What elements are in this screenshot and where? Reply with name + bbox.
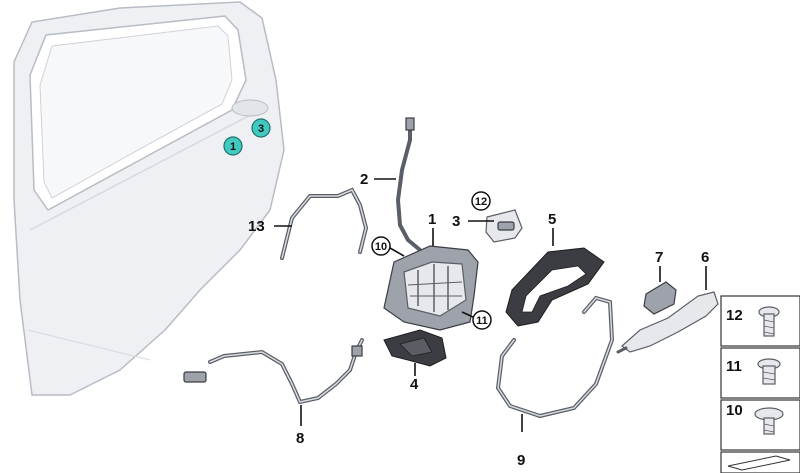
part-9-cable bbox=[495, 295, 615, 419]
part-2-wire-rod bbox=[395, 117, 422, 252]
screw-short-icon bbox=[757, 358, 781, 385]
callout-6: 6 bbox=[701, 249, 709, 266]
callout-9: 9 bbox=[517, 452, 525, 469]
part-5-carrier bbox=[505, 247, 605, 327]
circ-10 bbox=[371, 236, 391, 256]
door-marker-3-label: 3 bbox=[258, 123, 264, 135]
screw-long-icon bbox=[758, 306, 780, 337]
callout-3: 3 bbox=[452, 213, 460, 230]
part-6-handle bbox=[616, 291, 719, 354]
door-panel bbox=[13, 1, 285, 396]
marker-circle-1 bbox=[223, 136, 243, 156]
hardware-cell-11 bbox=[720, 347, 800, 399]
shim-icon bbox=[727, 455, 791, 471]
screw-torx-icon bbox=[754, 407, 784, 435]
leader-11 bbox=[461, 311, 474, 318]
hardware-cell-10 bbox=[720, 399, 800, 451]
callout-2: 2 bbox=[360, 171, 368, 188]
hardware-10-label: 10 bbox=[726, 402, 743, 419]
hardware-panel: 12 11 10 bbox=[720, 295, 800, 473]
callout-7: 7 bbox=[655, 249, 663, 266]
door-marker-3: 3 bbox=[251, 118, 271, 138]
circ-12 bbox=[471, 191, 491, 211]
callout-1: 1 bbox=[428, 211, 436, 228]
part-3-striker bbox=[485, 209, 523, 243]
door-marker-1: 1 bbox=[223, 136, 243, 156]
callout-8: 8 bbox=[296, 430, 304, 447]
callout-13: 13 bbox=[248, 218, 265, 235]
circ-12-label: 12 bbox=[475, 196, 487, 208]
circ-10-label: 10 bbox=[375, 241, 387, 253]
part-7-cap bbox=[643, 281, 677, 315]
door-marker-1-label: 1 bbox=[230, 141, 236, 153]
part-8-cable bbox=[183, 338, 364, 405]
part-13-cable bbox=[280, 187, 369, 260]
part-1-lock bbox=[383, 245, 479, 331]
leader-10 bbox=[389, 247, 405, 257]
callout-4: 4 bbox=[410, 376, 419, 393]
callout-5: 5 bbox=[548, 211, 556, 228]
marker-circle-3 bbox=[251, 118, 271, 138]
circ-11 bbox=[472, 310, 492, 330]
hardware-11-label: 11 bbox=[726, 358, 742, 375]
circ-11-label: 11 bbox=[476, 315, 488, 327]
part-4-bracket bbox=[383, 329, 447, 367]
hardware-cell-12 bbox=[720, 295, 800, 347]
hardware-12-label: 12 bbox=[726, 307, 743, 324]
